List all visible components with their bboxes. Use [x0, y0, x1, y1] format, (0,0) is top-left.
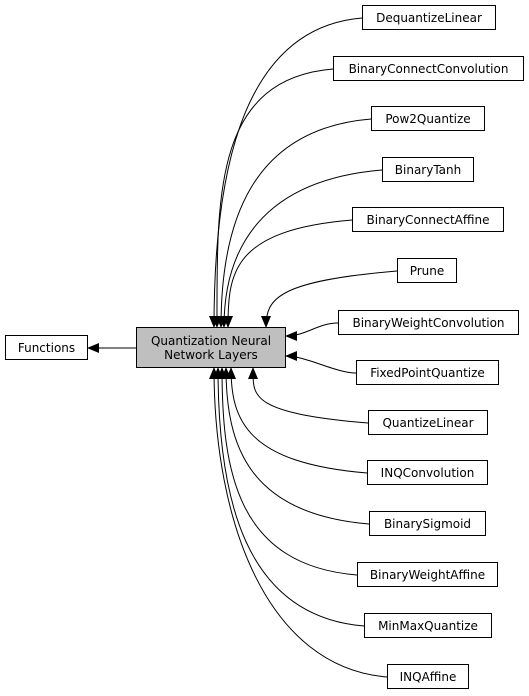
node-label: BinaryConnectAffine [366, 212, 490, 227]
node-label: BinaryConnectConvolution [348, 61, 509, 76]
node-functions[interactable]: Functions [5, 335, 88, 360]
node-binaryconnectconvolution[interactable]: BinaryConnectConvolution [333, 56, 524, 81]
node-label: Pow2Quantize [385, 111, 471, 126]
edge-quantizelinear [247, 367, 369, 424]
node-label: BinarySigmoid [383, 516, 472, 531]
node-fixedpointquantize[interactable]: FixedPointQuantize [356, 360, 499, 385]
node-minmaxquantize[interactable]: MinMaxQuantize [364, 613, 492, 638]
node-label: BinaryWeightAffine [369, 567, 486, 582]
edge-binarysigmoid [221, 367, 370, 525]
node-inqaffine[interactable]: INQAffine [387, 664, 469, 689]
node-quantization-neural-network-layers[interactable]: Quantization Neural Network Layers [136, 327, 286, 368]
node-label: QuantizeLinear [382, 415, 474, 430]
node-label: Quantization Neural Network Layers [150, 333, 272, 362]
node-label: BinaryWeightConvolution [352, 315, 505, 330]
node-binarysigmoid[interactable]: BinarySigmoid [369, 511, 486, 536]
node-label: INQConvolution [380, 465, 475, 480]
edge-inqaffine [209, 367, 388, 678]
edge-pow2quantize [216, 118, 372, 328]
node-dequantizelinear[interactable]: DequantizeLinear [362, 5, 496, 30]
node-label: INQAffine [399, 669, 457, 684]
node-quantizelinear[interactable]: QuantizeLinear [368, 410, 488, 435]
node-prune[interactable]: Prune [397, 258, 457, 283]
edge-binaryweightconvolution [285, 322, 339, 341]
node-label: MinMaxQuantize [378, 618, 478, 633]
node-label: FixedPointQuantize [370, 365, 485, 380]
edge-binaryweightaffine [217, 367, 358, 576]
edge-inqconvolution [226, 367, 368, 474]
node-binaryconnectaffine[interactable]: BinaryConnectAffine [352, 207, 504, 232]
node-binarytanh[interactable]: BinaryTanh [382, 157, 474, 182]
edge-binaryconnectaffine [223, 219, 353, 328]
edge-binaryconnectconvolution [211, 68, 334, 328]
node-label: Prune [409, 263, 445, 278]
node-label: Functions [17, 340, 76, 355]
node-inqconvolution[interactable]: INQConvolution [367, 460, 488, 485]
edge-fixedpointquantize [285, 351, 357, 374]
node-binaryweightconvolution[interactable]: BinaryWeightConvolution [338, 310, 519, 335]
node-binaryweightaffine[interactable]: BinaryWeightAffine [357, 562, 498, 587]
edge-prune [261, 270, 398, 328]
node-label: BinaryTanh [394, 162, 462, 177]
node-pow2quantize[interactable]: Pow2Quantize [371, 106, 485, 131]
edge-minmaxquantize [213, 367, 365, 627]
edge-dequantizelinear [209, 17, 363, 328]
edge-binarytanh [219, 169, 383, 328]
node-label: DequantizeLinear [376, 10, 482, 25]
